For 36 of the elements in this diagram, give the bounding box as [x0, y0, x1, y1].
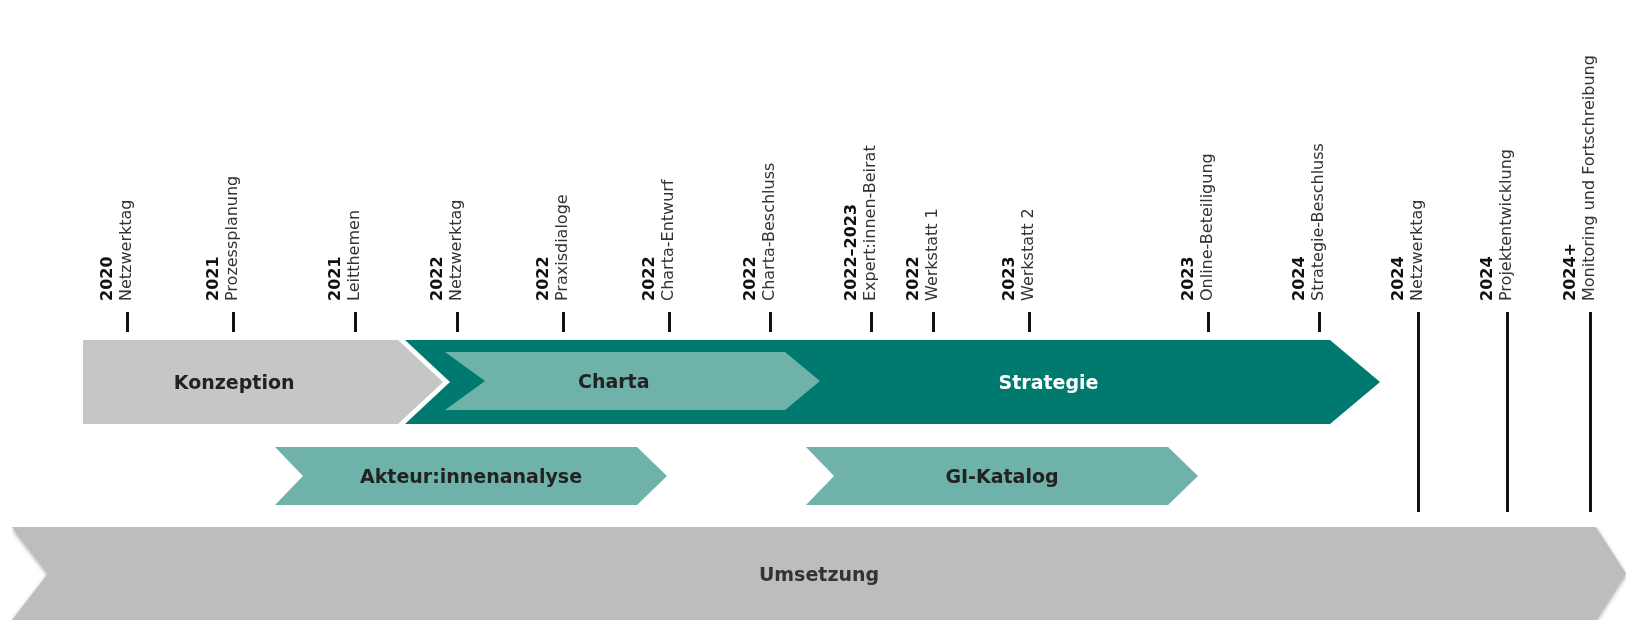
- milestone-label: Monitoring und Fortschreibung: [1579, 54, 1598, 301]
- phase-label: Umsetzung: [758, 562, 880, 585]
- year-label: 2022–2023: [841, 202, 860, 301]
- milestone-label: Online-Beteiligung: [1197, 152, 1216, 301]
- milestone-label: Werkstatt 2: [1018, 207, 1037, 301]
- year-label: 2022: [740, 255, 759, 301]
- year-label: 2022: [427, 255, 446, 301]
- year-label: 2020: [97, 255, 116, 301]
- milestone-label: Leitthemen: [344, 208, 363, 301]
- year-label: 2023: [999, 255, 1018, 301]
- milestone-label: Netzwerktag: [446, 198, 465, 301]
- phase-label: Strategie: [998, 371, 1099, 393]
- milestone-label: Projektentwicklung: [1496, 148, 1515, 301]
- year-label: 2023: [1178, 255, 1197, 301]
- milestone-label: Prozessplanung: [222, 174, 241, 301]
- milestone-label: Charta-Beschluss: [759, 161, 778, 301]
- milestone-label: Werkstatt 1: [922, 207, 941, 301]
- phase-label: Charta: [577, 370, 650, 392]
- year-label: 2024: [1388, 255, 1407, 301]
- milestone-label: Expert:innen-Beirat: [860, 144, 879, 301]
- year-label: 2022: [903, 255, 922, 301]
- milestone-label: Strategie-Beschluss: [1308, 142, 1327, 301]
- milestone-label: Praxisdialoge: [552, 193, 571, 301]
- year-label: 2024: [1477, 255, 1496, 301]
- phase-label: Akteur:innenanalyse: [360, 465, 582, 487]
- year-label: 2021: [203, 255, 222, 301]
- milestone-label: Charta-Entwurf: [658, 178, 677, 301]
- year-label: 2022: [533, 255, 552, 301]
- year-label: 2021: [325, 255, 344, 301]
- milestone-label: Netzwerktag: [116, 198, 135, 301]
- phase-label: Konzeption: [173, 371, 295, 393]
- milestone-label: Netzwerktag: [1407, 198, 1426, 301]
- year-label: 2024: [1289, 255, 1308, 301]
- year-label: 2024+: [1560, 242, 1579, 301]
- year-label: 2022: [639, 255, 658, 301]
- phase-label: GI-Katalog: [945, 465, 1059, 487]
